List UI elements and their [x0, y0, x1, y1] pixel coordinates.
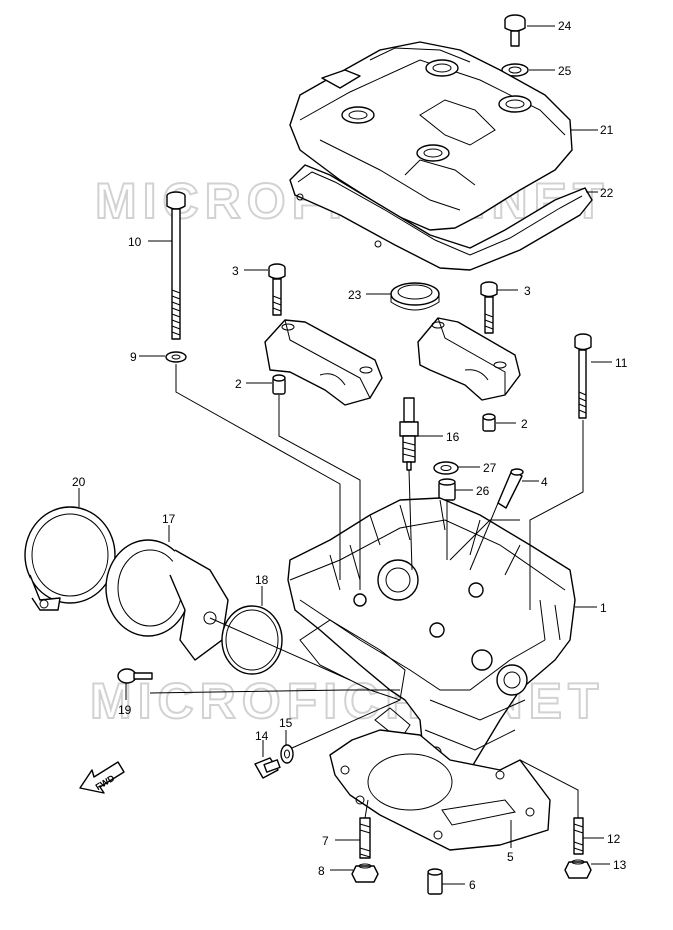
callout-3-right: 3 — [524, 284, 531, 298]
callout-3-left: 3 — [232, 264, 239, 278]
part-8-nut — [351, 863, 379, 883]
part-18-o-ring — [221, 605, 283, 675]
part-4-pipe — [497, 468, 524, 509]
part-13-nut — [564, 859, 592, 879]
callout-21: 21 — [600, 123, 614, 137]
part-12-stud — [573, 817, 584, 855]
callout-13: 13 — [613, 858, 627, 872]
part-26-sleeve — [438, 478, 456, 501]
part-10-long-bolt — [166, 191, 186, 340]
part-9-washer — [165, 351, 187, 363]
part-22-cover-gasket — [289, 164, 593, 271]
part-15-washer — [280, 744, 294, 764]
part-19-screw — [117, 668, 153, 684]
part-21-head-cover — [289, 41, 573, 231]
callout-8: 8 — [318, 864, 325, 878]
part-24-bolt — [504, 14, 526, 47]
callout-20: 20 — [72, 475, 86, 489]
part-2-dowel-left — [272, 374, 286, 395]
callout-10: 10 — [128, 235, 142, 249]
callout-23: 23 — [348, 288, 362, 302]
callout-leaders — [78, 25, 612, 885]
callout-27: 27 — [483, 461, 497, 475]
part-7-stud — [359, 817, 371, 859]
callout-9: 9 — [130, 350, 137, 364]
fwd-direction-arrow: FWD — [79, 761, 125, 794]
callout-5: 5 — [507, 850, 514, 864]
part-20-clamp — [24, 506, 116, 611]
callout-14: 14 — [255, 729, 269, 743]
camshaft-holder-left — [264, 319, 383, 406]
part-6-dowel — [427, 868, 443, 895]
callout-24: 24 — [558, 19, 572, 33]
callout-2-left: 2 — [235, 377, 242, 391]
part-23-seal-ring — [390, 282, 440, 311]
callout-12: 12 — [607, 832, 621, 846]
callout-25: 25 — [558, 64, 572, 78]
part-25-washer — [501, 63, 529, 77]
part-5-head-gasket — [329, 729, 551, 851]
callout-2-right: 2 — [521, 417, 528, 431]
callout-16: 16 — [446, 430, 460, 444]
part-3-bolt-right — [480, 281, 498, 334]
callout-18: 18 — [255, 573, 269, 587]
callout-19: 19 — [118, 703, 132, 717]
part-3-bolt-left — [268, 263, 286, 316]
callout-17: 17 — [162, 512, 176, 526]
callout-1: 1 — [600, 601, 607, 615]
assembly-guide-lines — [149, 364, 584, 819]
callout-6: 6 — [469, 878, 476, 892]
part-14-bolt — [254, 757, 281, 779]
part-11-long-bolt — [574, 333, 592, 419]
part-2-dowel-right — [482, 413, 496, 432]
part-17-intake-pipe — [105, 539, 229, 661]
callout-15: 15 — [279, 716, 293, 730]
part-16-spark-plug — [399, 397, 419, 471]
callout-7: 7 — [322, 834, 329, 848]
part-27-washer — [433, 461, 459, 475]
callout-26: 26 — [476, 484, 490, 498]
camshaft-holder-right — [417, 317, 521, 401]
callout-11: 11 — [615, 356, 628, 370]
part-1-cylinder-head — [287, 497, 576, 783]
callout-22: 22 — [600, 186, 614, 200]
callout-4: 4 — [541, 475, 548, 489]
